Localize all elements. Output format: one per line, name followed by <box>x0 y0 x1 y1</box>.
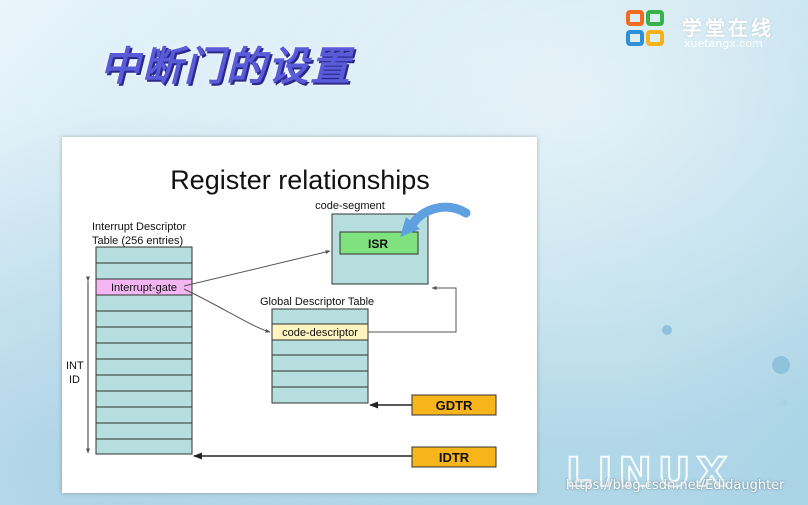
isr-label: ISR <box>368 237 388 251</box>
isr-pointer-arrowhead <box>400 217 420 237</box>
code-segment-label: code-segment <box>315 200 385 212</box>
interrupt-gate-row <box>95 278 193 296</box>
idtr-box <box>411 446 497 468</box>
idtr-label: IDTR <box>439 450 470 465</box>
gate-to-isr-arrow <box>183 250 331 287</box>
diagram-heading: Register relationships <box>170 165 430 195</box>
xuetangx-logo: 学堂在线 xuetangx.com <box>626 10 801 60</box>
isr-pointer-arrow <box>407 202 471 230</box>
register-diagram: Register relationships Interrupt Descrip… <box>66 165 497 468</box>
linux-logo-mark: LINUX <box>565 452 733 492</box>
decor-dot <box>662 325 672 335</box>
logo-grid-icon <box>626 10 664 46</box>
gdt-label: Global Descriptor Table <box>260 296 374 308</box>
linux-mark-text: LINUX <box>566 452 733 492</box>
id-label: ID <box>69 374 80 386</box>
decor-dot <box>782 400 788 406</box>
gate-to-descriptor-arrow <box>183 288 271 333</box>
diagram-panel: Register relationships Interrupt Descrip… <box>62 137 537 493</box>
watermark: https://blog.csdn.net/Edidaughter <box>566 478 785 493</box>
decor-dot <box>772 356 790 374</box>
slide-title: 中断门的设置 <box>100 44 352 90</box>
gdtr-label: GDTR <box>436 398 473 413</box>
logo-url: xuetangx.com <box>684 37 763 50</box>
idt-table <box>95 246 193 455</box>
interrupt-gate-label: Interrupt-gate <box>111 282 177 294</box>
logo-name: 学堂在线 <box>682 16 774 40</box>
code-descriptor-label: code-descriptor <box>282 327 358 339</box>
idt-label-line2: Table (256 entries) <box>92 235 183 247</box>
idt-label-line1: Interrupt Descriptor <box>92 221 186 233</box>
int-label: INT <box>66 360 84 372</box>
gdt-table <box>271 308 369 404</box>
descriptor-to-segment-arrow <box>368 286 457 333</box>
isr-box <box>339 231 419 255</box>
